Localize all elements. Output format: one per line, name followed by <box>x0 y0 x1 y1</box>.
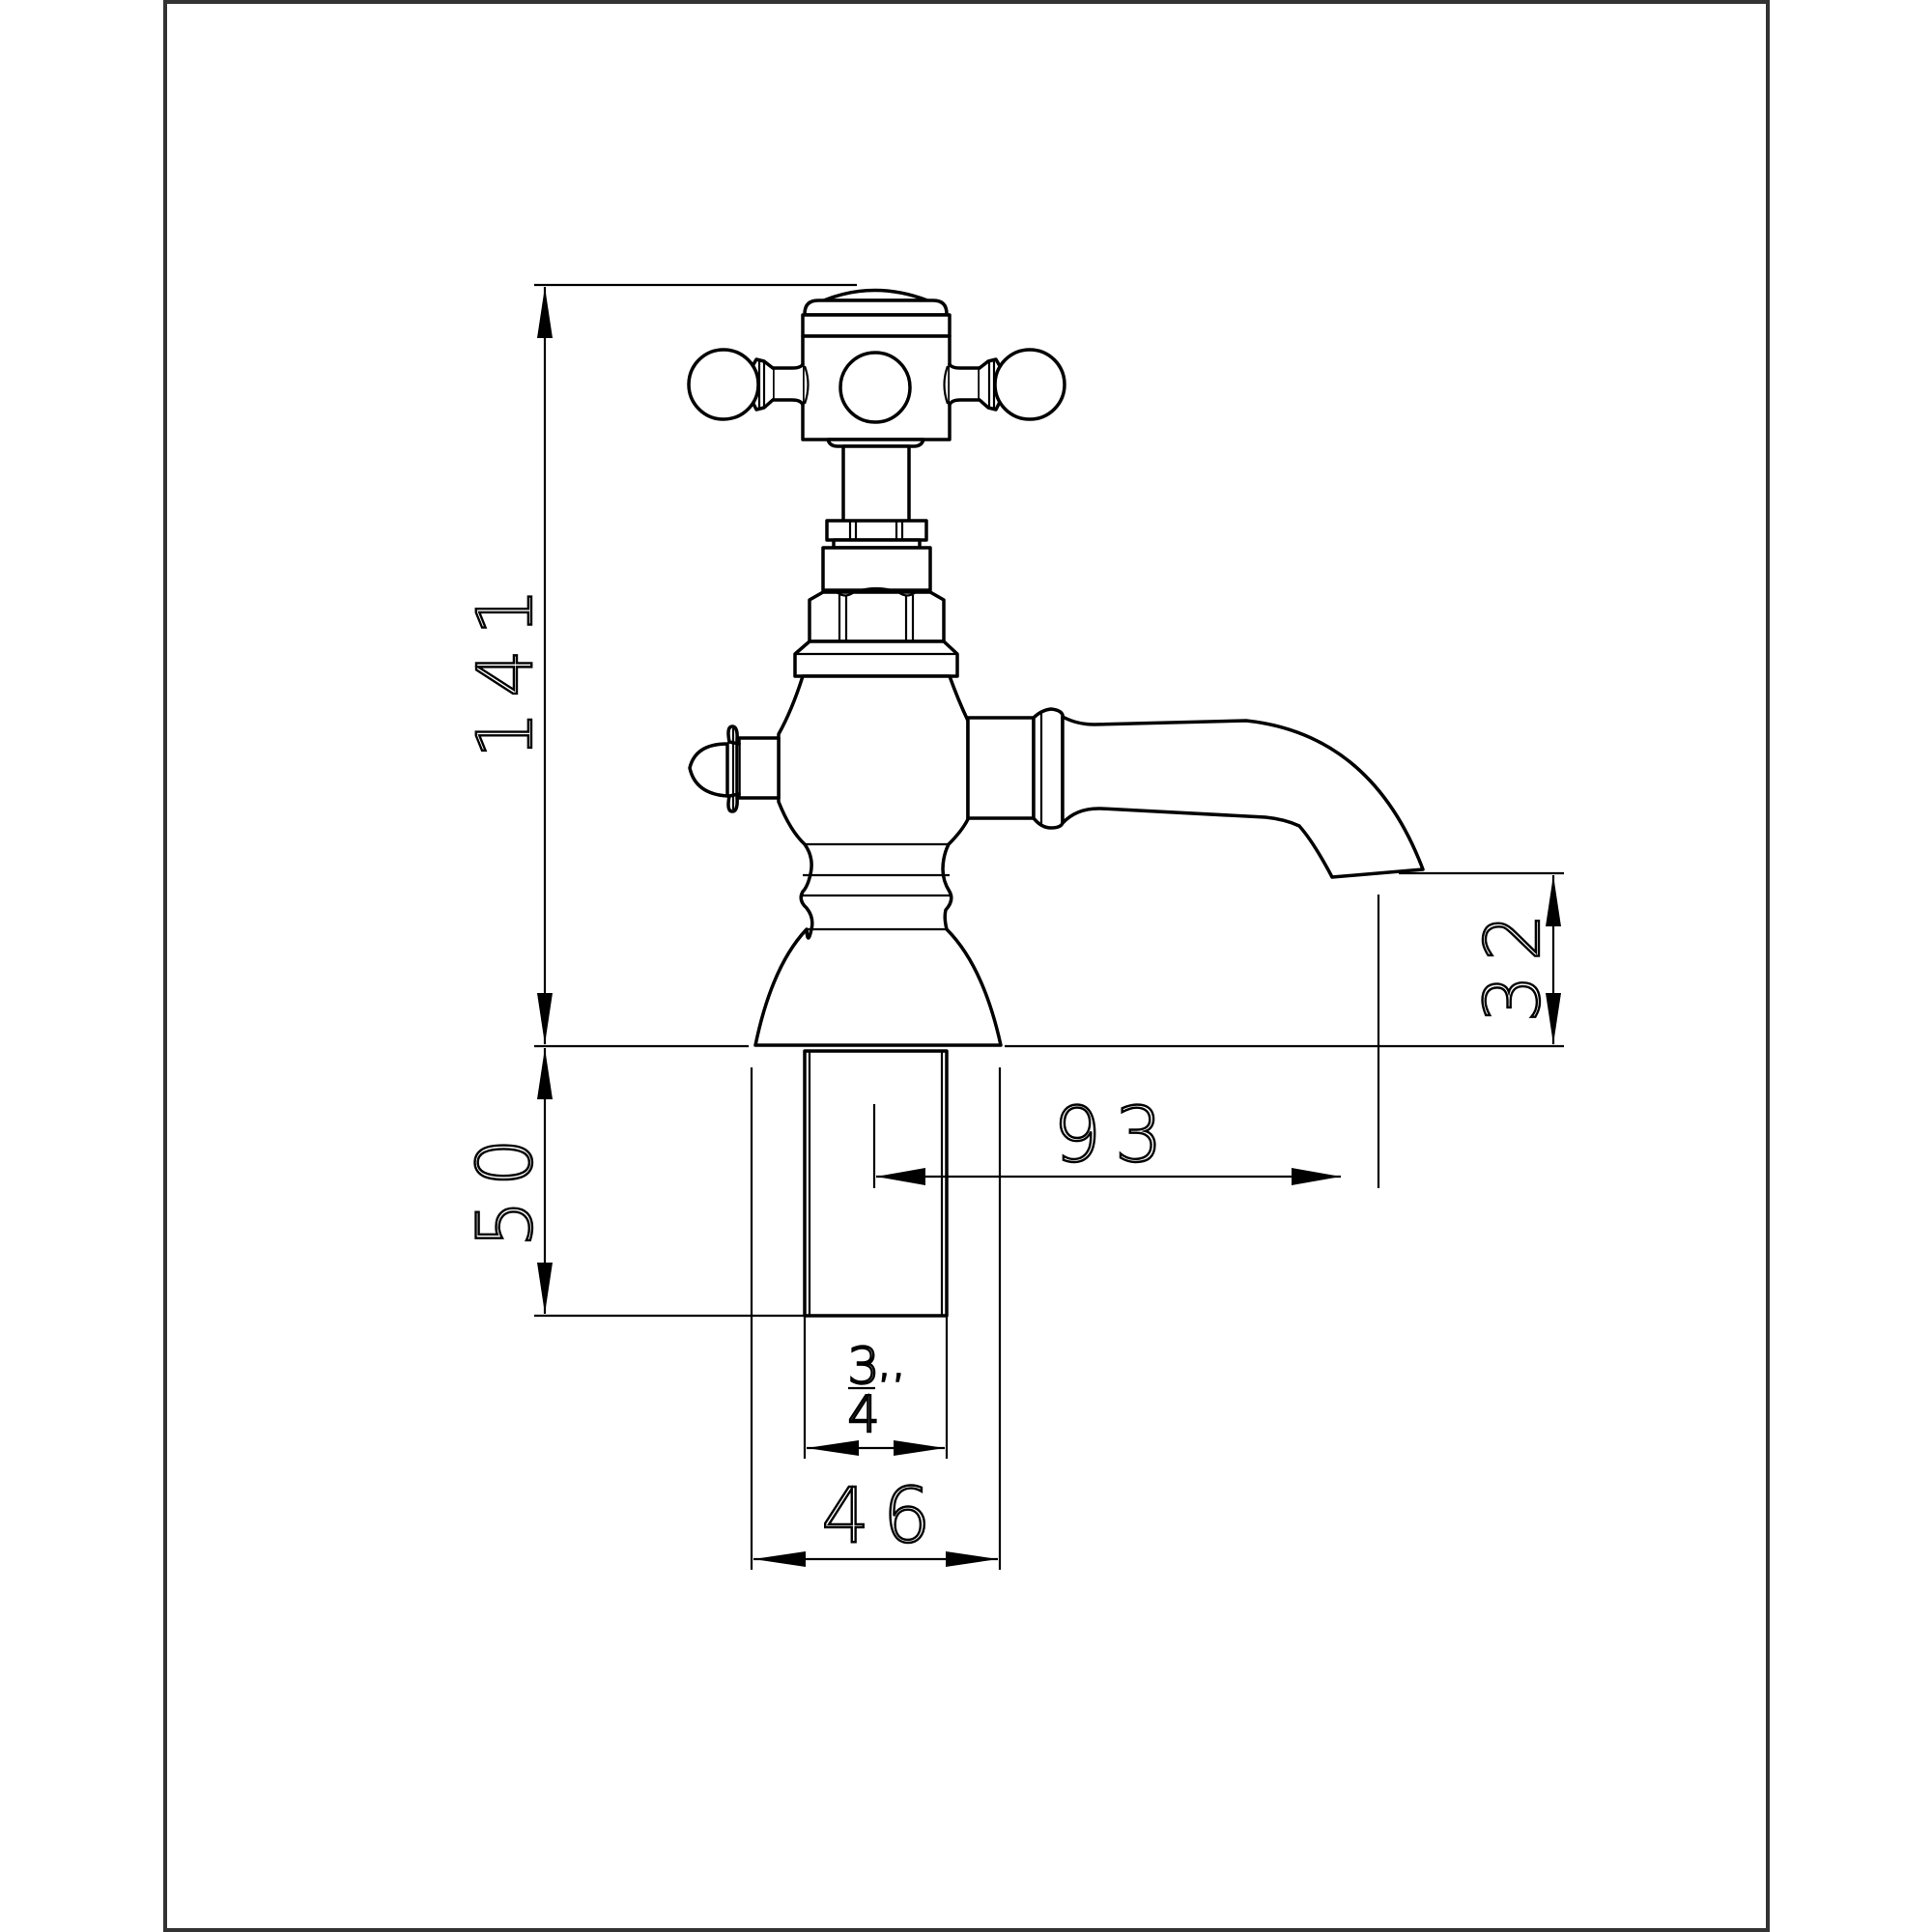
dim-overall-height <box>537 287 553 1044</box>
dim-thread-size <box>807 1440 945 1456</box>
body-flange <box>793 639 959 678</box>
handle-arm-right <box>948 362 981 407</box>
spout-ring <box>1032 707 1065 830</box>
label-thread-denominator: 4 <box>847 1386 879 1444</box>
handle-band <box>801 313 952 338</box>
dim-tail-length <box>537 1048 553 1314</box>
dim-spout-reach <box>876 1168 1341 1185</box>
spout-sleeve <box>966 716 1036 820</box>
valve-body <box>753 674 1003 1047</box>
hex-nut <box>808 590 946 643</box>
tap <box>687 288 1425 1318</box>
indice-button <box>688 724 781 813</box>
handle-cap <box>803 298 949 317</box>
spout <box>966 707 1425 879</box>
label-base-diameter: 46 <box>821 1473 944 1560</box>
spout-pipe <box>1061 715 1425 879</box>
spindle-shaft <box>841 444 911 524</box>
headwork-body <box>821 546 932 592</box>
dim-spout-height <box>1546 875 1561 1044</box>
handle-center-boss <box>838 351 912 424</box>
dim-base-diameter <box>753 1551 998 1567</box>
spindle <box>793 438 959 678</box>
cross-handle <box>687 288 1066 441</box>
label-tail-length: 50 <box>463 1124 550 1247</box>
label-spout-height: 32 <box>1470 899 1557 1022</box>
label-thread-numerator: 3 <box>847 1338 879 1396</box>
handle-ball-left <box>687 348 760 421</box>
label-overall-height: 141 <box>463 575 550 759</box>
label-thread-inch-mark: ,, <box>878 1342 906 1386</box>
handle-ball-right <box>993 348 1066 421</box>
dimension-labels: 141 50 32 93 3 4 ,, 46 <box>462 573 1558 1561</box>
label-spout-reach: 93 <box>1053 1093 1176 1179</box>
dimension-lines <box>534 283 1564 1570</box>
spindle-nut <box>825 519 928 542</box>
handle-arm-left <box>771 362 805 407</box>
